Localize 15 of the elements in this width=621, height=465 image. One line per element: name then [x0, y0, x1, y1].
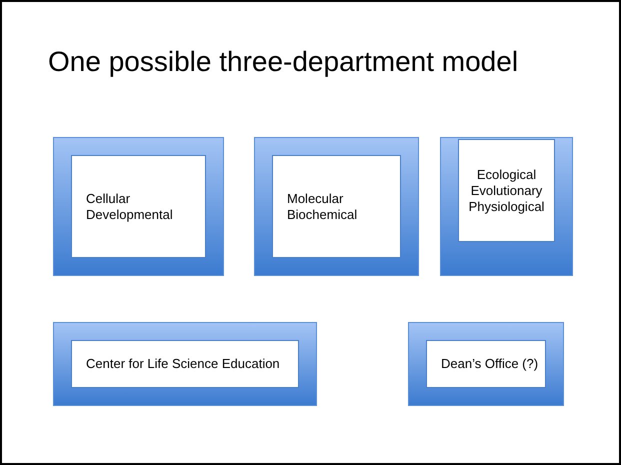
department-box: [440, 137, 573, 276]
box-label: Molecular: [287, 190, 344, 206]
department-box: [53, 137, 224, 276]
box-label: Biochemical: [287, 206, 358, 222]
box-label: Dean’s Office (?): [441, 356, 538, 372]
department-box: [408, 322, 564, 406]
box-label: Evolutionary: [470, 182, 542, 198]
box-label: Cellular: [86, 190, 130, 206]
department-box: [254, 137, 419, 276]
box-label: Center for Life Science Education: [86, 356, 280, 372]
box-label: Developmental: [86, 206, 173, 222]
box-label: Ecological: [476, 166, 536, 182]
box-label: Physiological: [468, 198, 544, 214]
slide-title: One possible three-department model: [48, 46, 518, 78]
department-box: [53, 322, 317, 406]
